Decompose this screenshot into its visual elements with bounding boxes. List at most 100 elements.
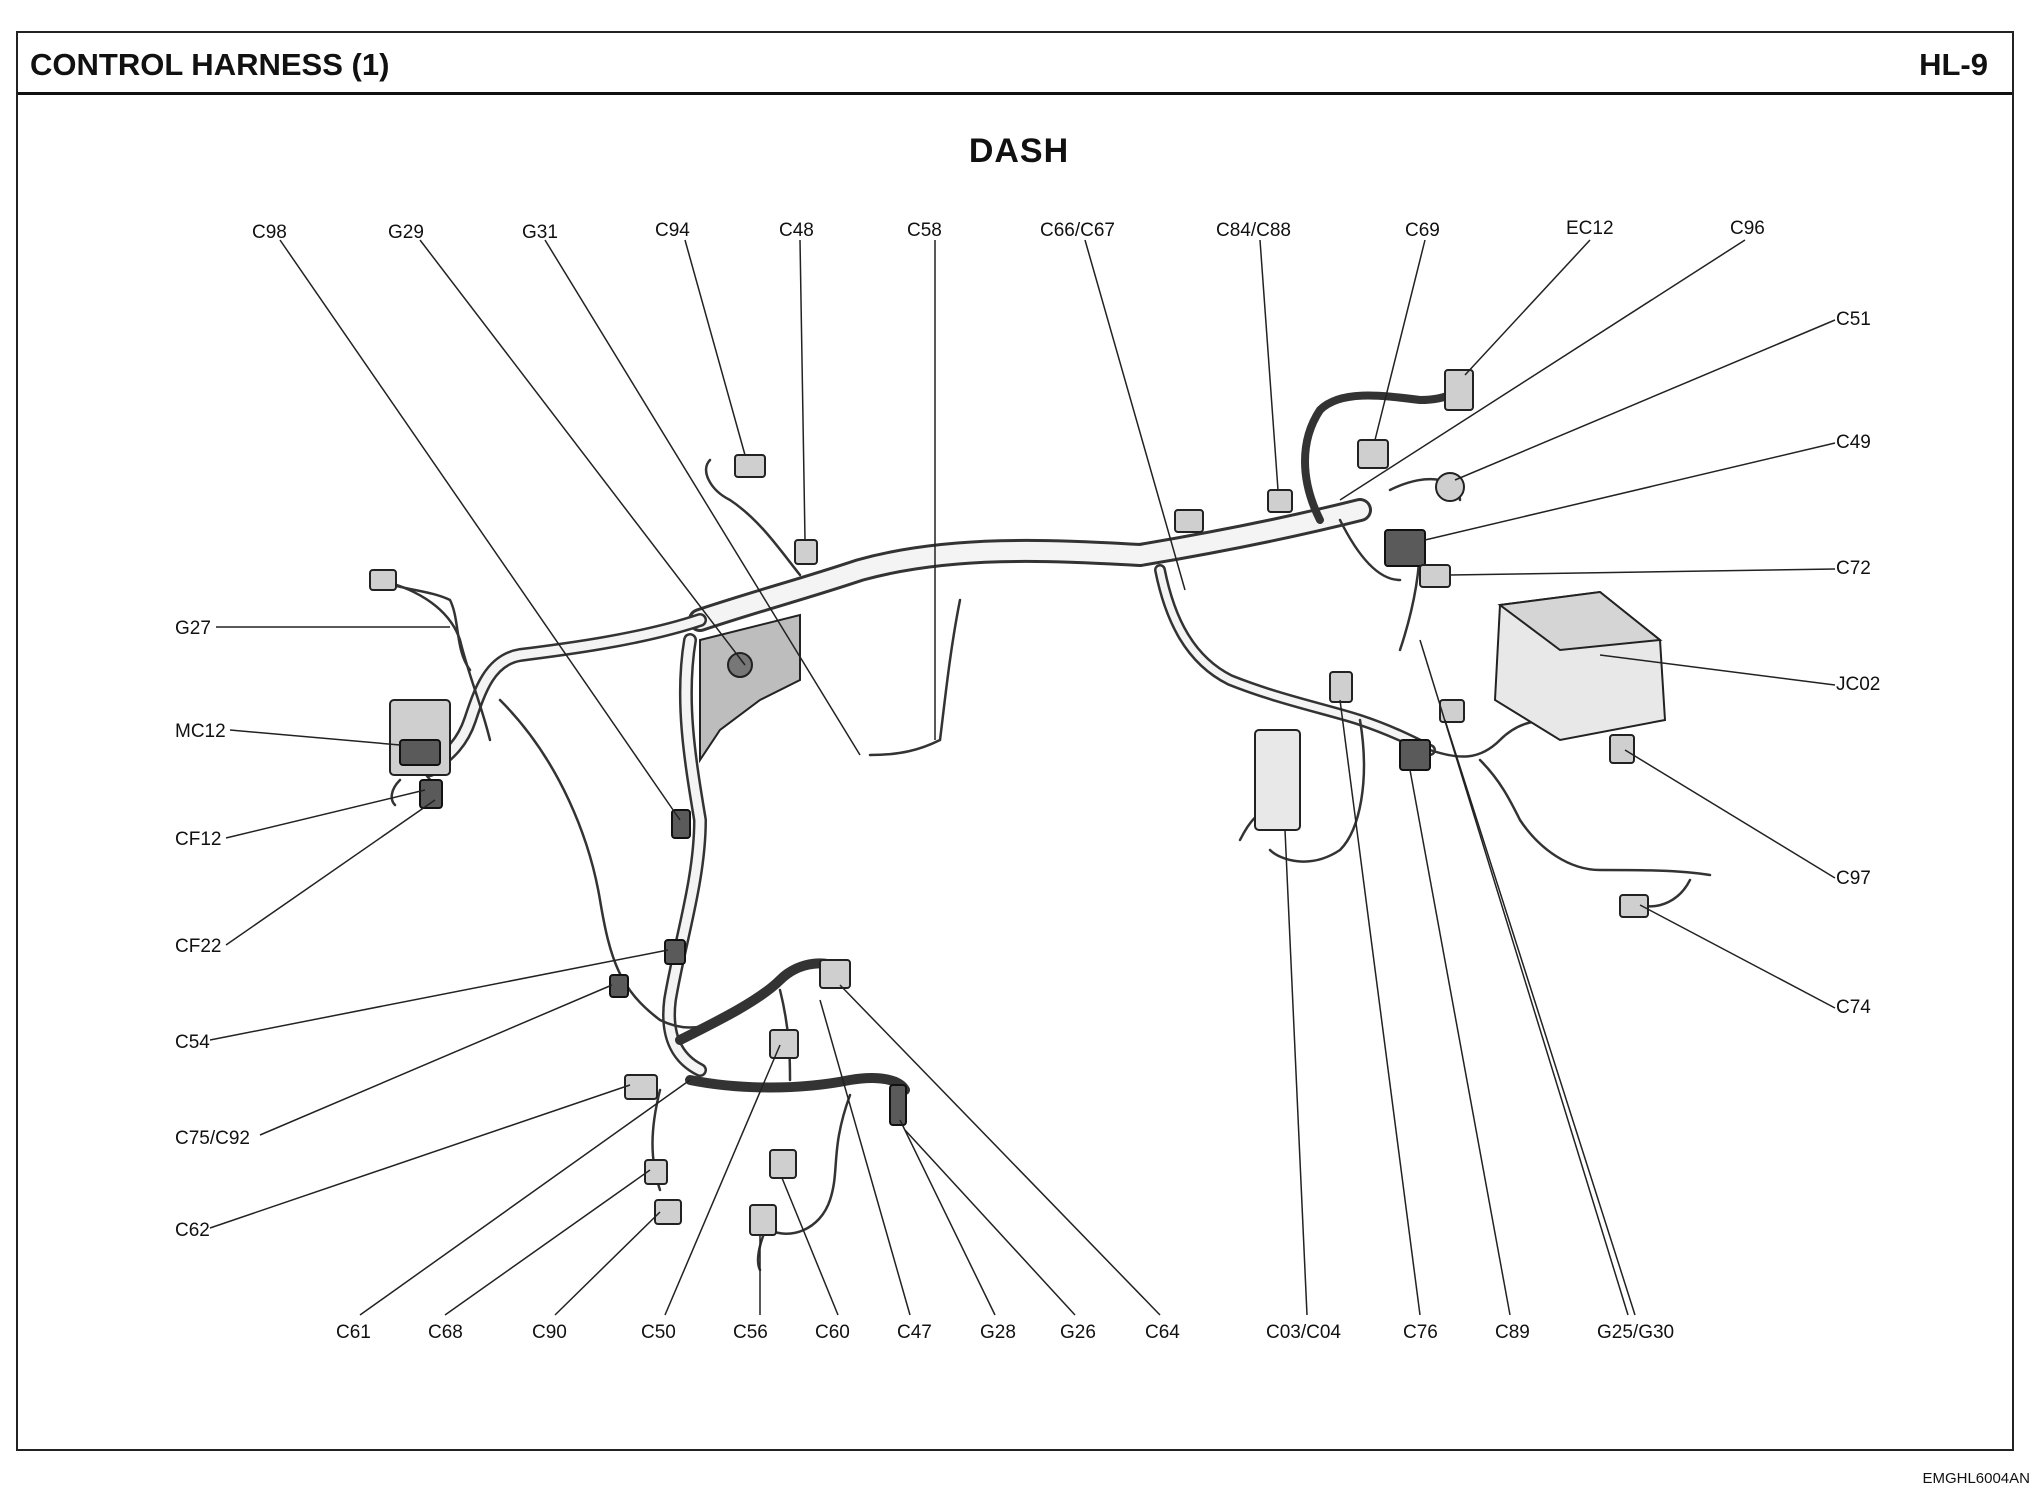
main-trunk-core bbox=[691, 501, 1369, 629]
label-c94: C94 bbox=[655, 220, 690, 241]
leader-g25-g30-b bbox=[1419, 639, 1629, 1316]
leader-c94 bbox=[684, 239, 746, 456]
leader-c49 bbox=[1424, 442, 1836, 541]
label-g27: G27 bbox=[175, 618, 211, 639]
label-c90: C90 bbox=[532, 1322, 567, 1343]
bracket-bolt bbox=[727, 652, 753, 678]
label-c03-c04: C03/C04 bbox=[1266, 1322, 1341, 1343]
leader-cf22 bbox=[225, 799, 436, 946]
g27-wire bbox=[378, 578, 472, 672]
leader-cf12 bbox=[225, 789, 426, 839]
leader-c68 bbox=[444, 1169, 651, 1316]
lower-loop bbox=[675, 958, 910, 1095]
leader-g31 bbox=[544, 239, 861, 756]
leader-c03-c04 bbox=[1284, 829, 1308, 1316]
label-c97: C97 bbox=[1836, 868, 1871, 889]
label-g31: G31 bbox=[522, 222, 558, 243]
label-g25-g30: G25/G30 bbox=[1597, 1322, 1674, 1343]
label-c51: C51 bbox=[1836, 309, 1871, 330]
label-c48: C48 bbox=[779, 220, 814, 241]
g27-connector bbox=[369, 569, 397, 591]
label-c64: C64 bbox=[1145, 1322, 1180, 1343]
leader-c97 bbox=[1624, 749, 1836, 879]
mc12-lock bbox=[399, 739, 441, 766]
c74-connector bbox=[1619, 894, 1649, 918]
leader-c60 bbox=[781, 1177, 839, 1316]
ec12-connector bbox=[1444, 369, 1474, 411]
leader-ec12 bbox=[1464, 239, 1591, 376]
right-wire-a bbox=[1428, 718, 1712, 908]
label-c84-c88: C84/C88 bbox=[1216, 220, 1291, 241]
c98-connector bbox=[671, 809, 691, 839]
label-c61: C61 bbox=[336, 1322, 371, 1343]
cf12-connector bbox=[419, 779, 443, 809]
label-g28: G28 bbox=[980, 1322, 1016, 1343]
center-drop-core bbox=[664, 635, 705, 1075]
g25-g30-connector bbox=[1439, 699, 1465, 723]
c48-connector bbox=[794, 539, 818, 565]
harness-drawing bbox=[378, 376, 1712, 1272]
label-c98: C98 bbox=[252, 222, 287, 243]
jc02-top-face bbox=[1497, 590, 1663, 652]
c64-connector bbox=[819, 959, 851, 989]
label-c56: C56 bbox=[733, 1322, 768, 1343]
c03-c04-module bbox=[1254, 729, 1301, 831]
label-c74: C74 bbox=[1836, 997, 1871, 1018]
label-c72: C72 bbox=[1836, 558, 1871, 579]
c72-connector bbox=[1419, 564, 1451, 588]
label-c89: C89 bbox=[1495, 1322, 1530, 1343]
label-c47: C47 bbox=[897, 1322, 932, 1343]
c49-connector bbox=[1384, 529, 1426, 567]
label-c76: C76 bbox=[1403, 1322, 1438, 1343]
label-cf22: CF22 bbox=[175, 936, 221, 957]
left-branch-core bbox=[425, 615, 705, 775]
label-jc02: JC02 bbox=[1836, 674, 1880, 695]
view-label: DASH bbox=[968, 132, 1070, 170]
c54-connector bbox=[664, 939, 686, 965]
g26-connector bbox=[889, 1084, 907, 1126]
leader-c98 bbox=[279, 239, 681, 821]
label-c54: C54 bbox=[175, 1032, 210, 1053]
leader-g29 bbox=[419, 239, 746, 666]
leader-c61 bbox=[359, 1079, 691, 1316]
label-c69: C69 bbox=[1405, 220, 1440, 241]
label-c50: C50 bbox=[641, 1322, 676, 1343]
leader-jc02 bbox=[1599, 654, 1836, 686]
leader-c72 bbox=[1449, 568, 1836, 576]
c68-connector bbox=[644, 1159, 668, 1185]
leader-c76 bbox=[1339, 699, 1421, 1316]
leader-c50 bbox=[664, 1044, 781, 1316]
leader-c84-c88 bbox=[1259, 239, 1279, 491]
right-down-branch-core bbox=[1156, 566, 1434, 754]
c58-wire bbox=[868, 598, 962, 757]
diagram-frame: CONTROL HARNESS (1) HL-9 bbox=[16, 31, 2014, 1451]
leader-g26 bbox=[904, 1129, 1076, 1316]
leader-c54 bbox=[209, 949, 669, 1041]
label-g26: G26 bbox=[1060, 1322, 1096, 1343]
leader-c47 bbox=[819, 999, 911, 1316]
c60-connector bbox=[769, 1149, 797, 1179]
label-c49: C49 bbox=[1836, 432, 1871, 453]
leader-c69 bbox=[1374, 239, 1426, 441]
c94-wire bbox=[704, 458, 802, 577]
c75-c92-connector bbox=[609, 974, 629, 998]
c94-connector bbox=[734, 454, 766, 478]
c69-connector bbox=[1357, 439, 1389, 469]
c62-connector bbox=[624, 1074, 658, 1100]
figure-code: EMGHL6004AN bbox=[1922, 1470, 2030, 1487]
leader-c89 bbox=[1409, 769, 1511, 1316]
label-cf12: CF12 bbox=[175, 829, 221, 850]
leader-c62 bbox=[209, 1084, 631, 1229]
label-c68: C68 bbox=[428, 1322, 463, 1343]
leader-c96 bbox=[1339, 239, 1746, 501]
label-c66-c67: C66/C67 bbox=[1040, 220, 1115, 241]
label-c75-c92: C75/C92 bbox=[175, 1128, 250, 1149]
leader-c48 bbox=[799, 239, 806, 541]
connector-labels: C98 G29 G31 C94 C48 C58 C66/C67 C84/C88 … bbox=[175, 218, 1880, 1343]
leader-c75-c92 bbox=[259, 984, 613, 1136]
leader-c90 bbox=[554, 1211, 661, 1316]
c50-connector bbox=[769, 1029, 799, 1059]
label-c62: C62 bbox=[175, 1220, 210, 1241]
leader-c64 bbox=[839, 984, 1161, 1316]
label-c58: C58 bbox=[907, 220, 942, 241]
